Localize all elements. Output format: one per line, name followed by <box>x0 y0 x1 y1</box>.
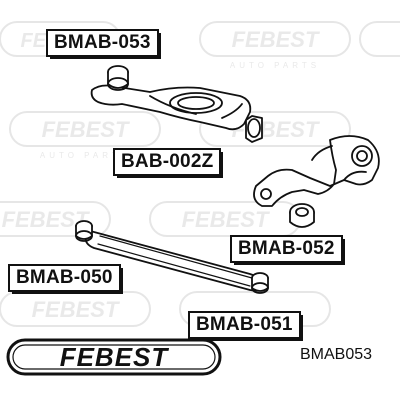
svg-text:FEBEST: FEBEST <box>182 207 270 232</box>
bushing-bab-002z <box>245 115 263 143</box>
bushing-bmab-051 <box>251 272 269 294</box>
logo-text: FEBEST <box>60 342 170 372</box>
label-bmab-051: BMAB-051 <box>188 311 303 341</box>
watermark-6: FEBEST <box>0 201 111 237</box>
svg-text:AUTO PARTS: AUTO PARTS <box>230 61 320 70</box>
bushing-bmab-053 <box>107 65 129 91</box>
knuckle <box>253 135 380 207</box>
svg-text:AUTO PARTS: AUTO PARTS <box>40 151 130 160</box>
watermark-2: FEBEST AUTO PARTS <box>199 21 351 70</box>
svg-text:FEBEST: FEBEST <box>42 117 130 142</box>
label-bab-002z: BAB-002Z <box>113 148 224 178</box>
svg-text:FEBEST: FEBEST <box>32 297 120 322</box>
watermark-3 <box>359 21 400 57</box>
label-bmab-053: BMAB-053 <box>46 29 161 59</box>
febest-logo: FEBEST <box>6 338 222 376</box>
label-bmab-050: BMAB-050 <box>8 264 123 294</box>
upper-control-arm <box>90 84 252 131</box>
bushing-bmab-052 <box>289 203 315 228</box>
watermark-7: FEBEST <box>149 201 301 237</box>
suspension-drawing <box>75 65 380 294</box>
watermark-layer: FEBEST FEBEST AUTO PARTS FEBEST AUTO PAR… <box>0 21 400 327</box>
article-number: BMAB053 <box>300 346 373 363</box>
watermark-8: FEBEST <box>0 291 151 327</box>
watermark-4: FEBEST AUTO PARTS <box>9 111 161 160</box>
bushing-bmab-050 <box>75 220 93 242</box>
label-bmab-052: BMAB-052 <box>230 235 345 265</box>
svg-text:FEBEST: FEBEST <box>232 27 320 52</box>
